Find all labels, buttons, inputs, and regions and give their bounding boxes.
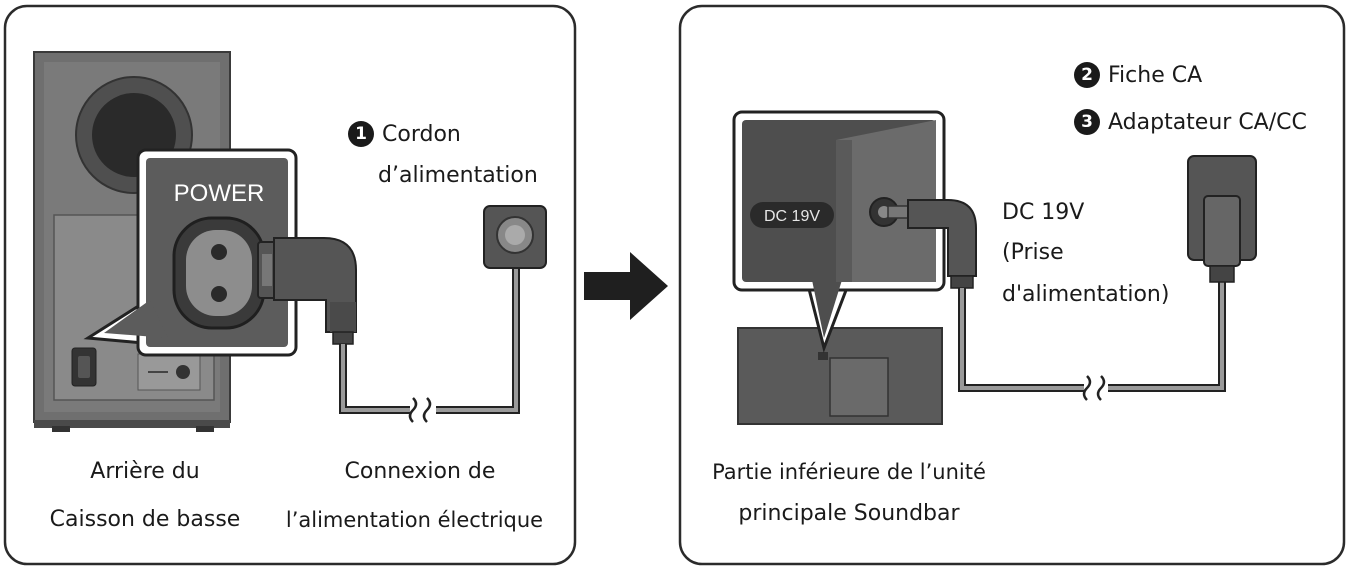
cord-label-line1: Cordon [382, 122, 461, 147]
adapter-label: 3 Adaptateur CA/CC [1074, 108, 1307, 138]
dc-badge [750, 202, 834, 228]
ac-dc-adapter [1187, 155, 1257, 283]
dc-jack-callout: DC 19V [732, 110, 946, 353]
soundbar-caption-line2: principale Soundbar [738, 501, 960, 526]
cord-label-line2: d’alimentation [378, 163, 538, 188]
socket-hole-bottom [211, 286, 227, 302]
cable-break-icon [1082, 375, 1106, 401]
number-badge-3: 3 [1074, 109, 1100, 135]
dc-label-line1: DC 19V [1002, 200, 1085, 225]
socket-hole-top [211, 244, 227, 260]
number-badge-1: 1 [348, 121, 374, 147]
subwoofer-caption-line2: Caisson de basse [49, 507, 241, 532]
connection-caption-line1: Connexion de [344, 459, 496, 484]
dc-plug [907, 199, 977, 289]
soundbar-bottom [737, 327, 943, 425]
dc-label-line2: (Prise [1002, 240, 1064, 265]
dc-badge-text: DC 19V [764, 208, 820, 225]
cord-label: 1 Cordon [348, 120, 461, 150]
connection-caption-line2: l’alimentation électrique [285, 508, 544, 532]
subwoofer-caption-line1: Arrière du [90, 459, 200, 484]
dc-label-line3: d'alimentation) [1002, 282, 1170, 307]
number-badge-2: 2 [1074, 62, 1100, 88]
right-arrow-icon [584, 252, 668, 320]
soundbar-caption-line1: Partie inférieure de l’unité [712, 460, 986, 484]
power-label: POWER [174, 180, 265, 207]
wall-outlet [483, 205, 547, 269]
adapter-label-text: Adaptateur CA/CC [1108, 110, 1307, 135]
power-cord-plug [257, 237, 357, 345]
plug-label: 2 Fiche CA [1074, 61, 1202, 91]
cable-break-icon [408, 397, 432, 423]
power-socket-callout: POWER [83, 148, 298, 357]
plug-label-text: Fiche CA [1108, 63, 1203, 88]
